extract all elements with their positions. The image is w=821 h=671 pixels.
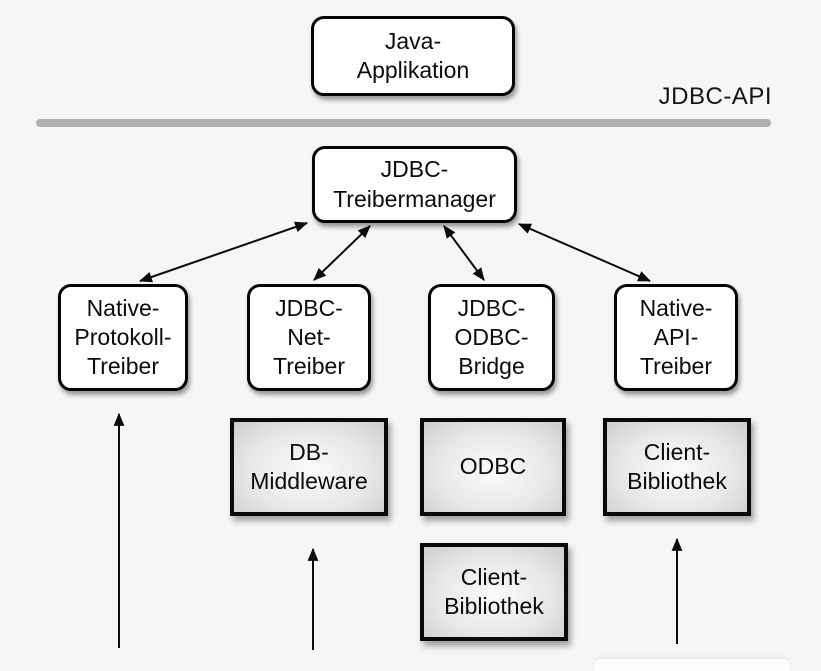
edge-treibermanager-native-api-treiber <box>518 223 651 282</box>
node-client-bibliothek-bottom: Client- Bibliothek <box>420 543 568 641</box>
node-db-middleware: DB- Middleware <box>230 418 388 516</box>
edge-treibermanager-native-protokoll-treiber <box>138 221 309 283</box>
node-jdbc-odbc-bridge: JDBC- ODBC- Bridge <box>428 284 555 391</box>
node-odbc: ODBC <box>420 418 566 516</box>
node-native-protokoll-treiber: Native- Protokoll- Treiber <box>58 284 188 391</box>
jdbc-api-label: JDBC-API <box>658 83 772 110</box>
node-native-api-treiber: Native- API- Treiber <box>614 284 738 391</box>
node-client-bibliothek-right: Client- Bibliothek <box>603 418 751 516</box>
node-jdbc-net-treiber: JDBC- Net- Treiber <box>247 284 371 391</box>
partial-box-bottom-right <box>594 659 790 671</box>
edge-treibermanager-jdbc-net-treiber <box>313 225 371 281</box>
node-java-applikation: Java- Applikation <box>311 16 515 96</box>
jdbc-api-divider-line <box>36 119 771 127</box>
node-jdbc-treibermanager: JDBC- Treibermanager <box>312 146 517 223</box>
edge-treibermanager-jdbc-odbc-bridge <box>443 225 485 281</box>
